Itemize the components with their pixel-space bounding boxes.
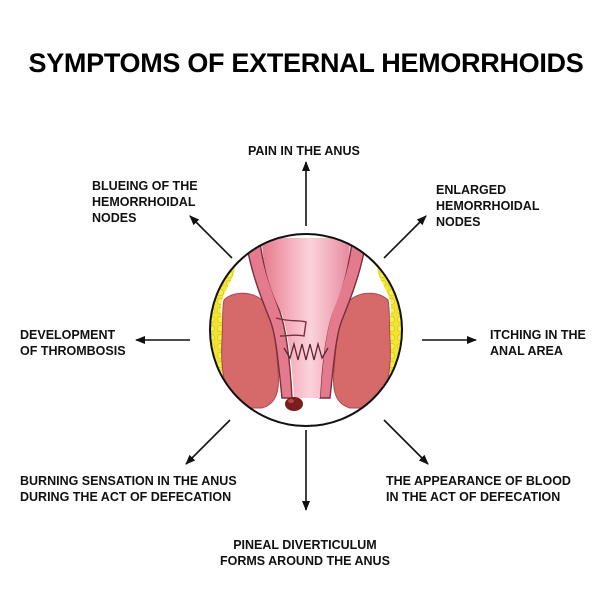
label-burning: BURNING SENSATION IN THE ANUS DURING THE… [20,474,237,504]
label-thrombosis: DEVELOPMENT OF THROMBOSIS [20,328,126,358]
dentate-line [283,341,329,361]
muscle-left [221,292,279,409]
label-enlarged: ENLARGED HEMORRHOIDAL NODES [436,183,540,229]
symptom-arrows [135,161,477,511]
label-blood: THE APPEARANCE OF BLOOD IN THE ACT OF DE… [386,474,571,504]
label-blueing: BLUEING OF THE HEMORRHOIDAL NODES [92,179,198,225]
page-title: SYMPTOMS OF EXTERNAL HEMORRHOIDS [28,48,584,78]
label-pain: PAIN IN THE ANUS [248,144,360,158]
hemorrhoid-node [285,397,303,411]
muscle-right [333,292,391,409]
hemorrhoid-node-highlight [288,399,294,403]
arrow-blood [383,419,429,465]
mucosal-fold [275,317,307,337]
fat-tissue-right [377,250,402,420]
arrow-burning [185,419,231,465]
label-itching: ITCHING IN THE ANAL AREA [490,328,586,358]
arrow-enlarged [383,215,427,259]
rectal-lumen [262,238,350,398]
arrow-blueing [189,215,233,259]
rectum-illustration [209,233,403,427]
label-pineal: PINEAL DIVERTICULUM FORMS AROUND THE ANU… [220,538,390,568]
fat-tissue-left [210,250,235,420]
